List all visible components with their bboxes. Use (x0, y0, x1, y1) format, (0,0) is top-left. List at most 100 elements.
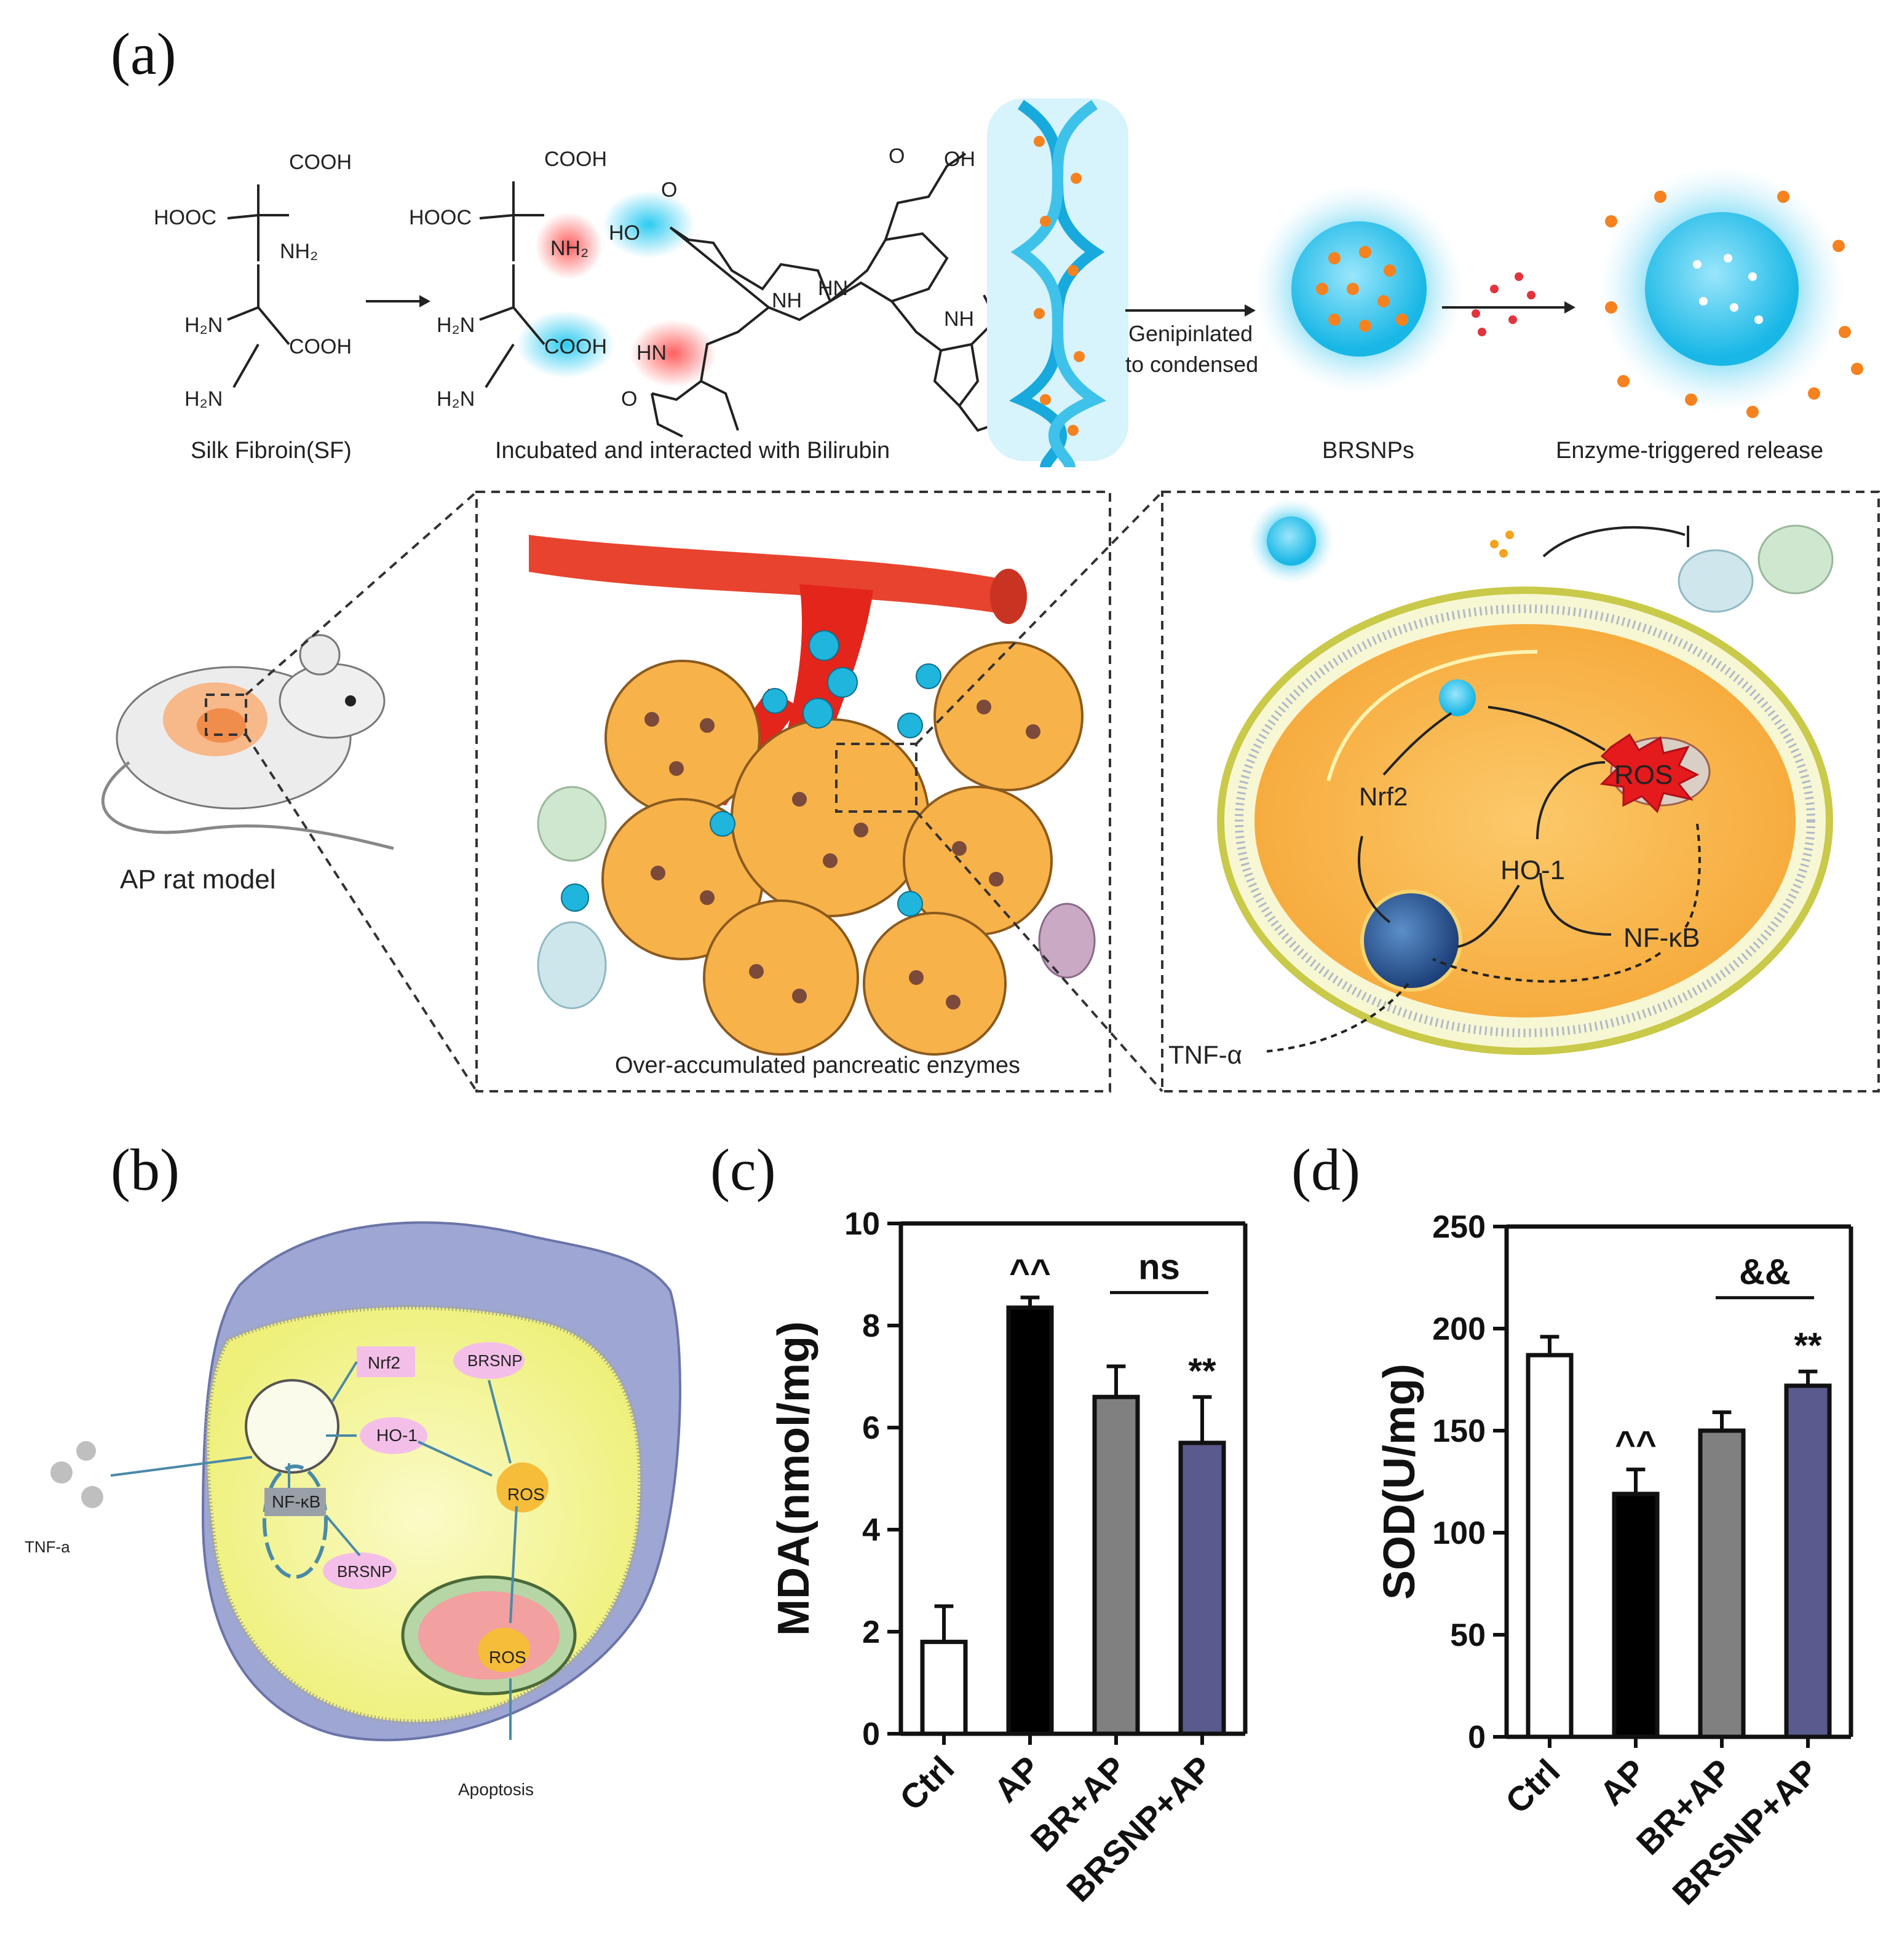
bilirubin-complex-structure: COOH HOOC NH₂ HO O H₂N COOH HN H₂N O NH … (409, 144, 1006, 438)
cell-nfkb: NF-κB (1623, 923, 1700, 953)
bili-cooh-top: COOH (544, 148, 607, 171)
zoom-line-4 (915, 810, 1163, 1093)
cell-ros: ROS (1614, 760, 1673, 790)
chart-d-bar-AP (1612, 1492, 1660, 1739)
silk-helix (987, 98, 1128, 468)
chart-d-bracket-label-2: && (1739, 1252, 1791, 1292)
genipin-label-1: Genipinlated (1128, 321, 1253, 346)
chart-c-bar-AP (1006, 1305, 1054, 1736)
chart-d-annotation-0: ^^ (1615, 1424, 1657, 1464)
panel-label-a: (a) (111, 21, 176, 87)
cell-ho1: HO-1 (1500, 855, 1565, 885)
chart-c-bar-Ctrl (920, 1640, 968, 1736)
chart-d-ytick-label-1: 50 (1450, 1618, 1486, 1653)
bili-nh-1: NH (772, 289, 802, 312)
chart-d-bar-BR+AP (1698, 1428, 1746, 1739)
sf-nh2: NH₂ (280, 240, 318, 263)
chart-c-ytick-label-4: 8 (862, 1308, 880, 1344)
b-brsnp-1: BRSNP (467, 1351, 523, 1370)
chart-d-annotation-1: ** (1794, 1326, 1822, 1366)
chart-c-xtick-label-Ctrl: Ctrl (892, 1749, 962, 1818)
silk-fibroin-structure: COOH HOOC NH₂ H₂N COOH H₂N (154, 151, 352, 411)
b-apoptosis: Apoptosis (458, 1780, 534, 1799)
release-label: Enzyme-triggered release (1556, 438, 1823, 464)
chart-c-bracket-label-2: ns (1138, 1247, 1180, 1287)
chart-c-ytick-label-2: 4 (862, 1512, 880, 1548)
zoom-line-2 (245, 733, 478, 1093)
rat-model-label: AP rat model (120, 864, 276, 895)
bili-o-3: O (889, 144, 905, 168)
bili-nh-2: NH (944, 307, 974, 331)
bili-o-2: O (621, 387, 637, 411)
cell-nrf2: Nrf2 (1359, 782, 1408, 811)
panel-label-b: (b) (111, 1137, 180, 1203)
sf-h2n-2: H₂N (184, 387, 223, 411)
chart-c-bar-BRSNP+AP (1178, 1440, 1226, 1736)
brsnps-label: BRSNPs (1322, 438, 1414, 464)
b-ros-2: ROS (489, 1648, 526, 1667)
enzyme-dots (1472, 272, 1535, 336)
b-tnfa: TNF-a (25, 1538, 70, 1556)
chart-c-xtick-label-AP: AP (986, 1749, 1048, 1810)
b-ho1: HO-1 (376, 1426, 418, 1445)
cell-box (1161, 491, 1880, 1093)
chart-d-ytick-label-3: 150 (1432, 1413, 1486, 1449)
chart-d-xtick-label-Ctrl: Ctrl (1498, 1752, 1567, 1821)
genipin-arrowhead (1245, 304, 1256, 317)
pancreas-illustration (529, 535, 1096, 1056)
genipin-label-2: to condensed (1125, 352, 1258, 377)
brsnp-particle (1254, 184, 1464, 393)
b-brsnp-2: BRSNP (337, 1562, 392, 1581)
chart-d-ytick-label-0: 0 (1468, 1720, 1486, 1755)
bili-h2n-2: H₂N (437, 387, 475, 411)
pancreas-box (475, 491, 1111, 1093)
cell-tnfa: TNF-α (1168, 1040, 1242, 1069)
chart-c-annotation-1: ** (1188, 1351, 1216, 1391)
b-nfkb: NF-κB (272, 1492, 320, 1511)
chart-c-annotation-0: ^^ (1009, 1252, 1051, 1292)
chart-d-y-axis-title: SOD(U/mg) (1375, 1364, 1424, 1600)
chart-c-ytick-label-5: 10 (844, 1206, 880, 1242)
bili-h2n-1: H₂N (437, 314, 475, 337)
bili-o-1: O (661, 178, 677, 202)
bili-hooc: HOOC (409, 206, 472, 229)
chart-d-bar-Ctrl (1526, 1353, 1574, 1739)
sf-h2n-1: H₂N (184, 314, 223, 337)
chart-c-ytick-label-0: 0 (862, 1717, 880, 1752)
bili-nh2: NH₂ (550, 237, 588, 260)
bili-oh: OH (944, 148, 975, 171)
chart-d-xtick-label-AP: AP (1592, 1752, 1654, 1813)
panel-label-d: (d) (1291, 1137, 1360, 1203)
reaction-arrowhead (419, 295, 430, 307)
bili-cooh-mid: COOH (544, 335, 607, 358)
chart-c-ytick-label-3: 6 (862, 1410, 880, 1446)
sf-cooh-bottom: COOH (289, 335, 352, 358)
sf-cooh-top: COOH (289, 151, 352, 174)
chart-c-y-axis-title: MDA(nmol/mg) (769, 1321, 818, 1636)
zoom-line-1 (245, 491, 478, 696)
incubated-label: Incubated and interacted with Bilirubin (495, 438, 890, 464)
panel-b-cell (50, 1221, 681, 1742)
silk-fibroin-label: Silk Fibroin(SF) (191, 438, 352, 464)
released-particle (1599, 166, 1863, 418)
enzymes-label: Over-accumulated pancreatic enzymes (615, 1053, 1020, 1078)
chart-d-bar-BRSNP+AP (1784, 1383, 1832, 1739)
rat-illustration (101, 634, 394, 850)
bili-hn-2: HN (818, 277, 848, 300)
sf-hooc: HOOC (154, 206, 216, 229)
cell-illustration (1217, 498, 1834, 1055)
chart-d-ytick-label-4: 200 (1432, 1311, 1486, 1347)
bili-ho: HO (609, 221, 640, 245)
release-arrowhead (1564, 301, 1575, 314)
panel-label-c: (c) (710, 1137, 776, 1203)
chart-c-bar-BR+AP (1092, 1394, 1140, 1736)
bili-hn: HN (636, 341, 667, 365)
chart-d-ytick-label-2: 100 (1432, 1515, 1486, 1551)
b-nrf2: Nrf2 (368, 1353, 400, 1372)
chart-c-ytick-label-1: 2 (862, 1614, 880, 1650)
chart-d-ytick-label-5: 250 (1432, 1209, 1486, 1245)
b-ros-1: ROS (507, 1485, 545, 1504)
